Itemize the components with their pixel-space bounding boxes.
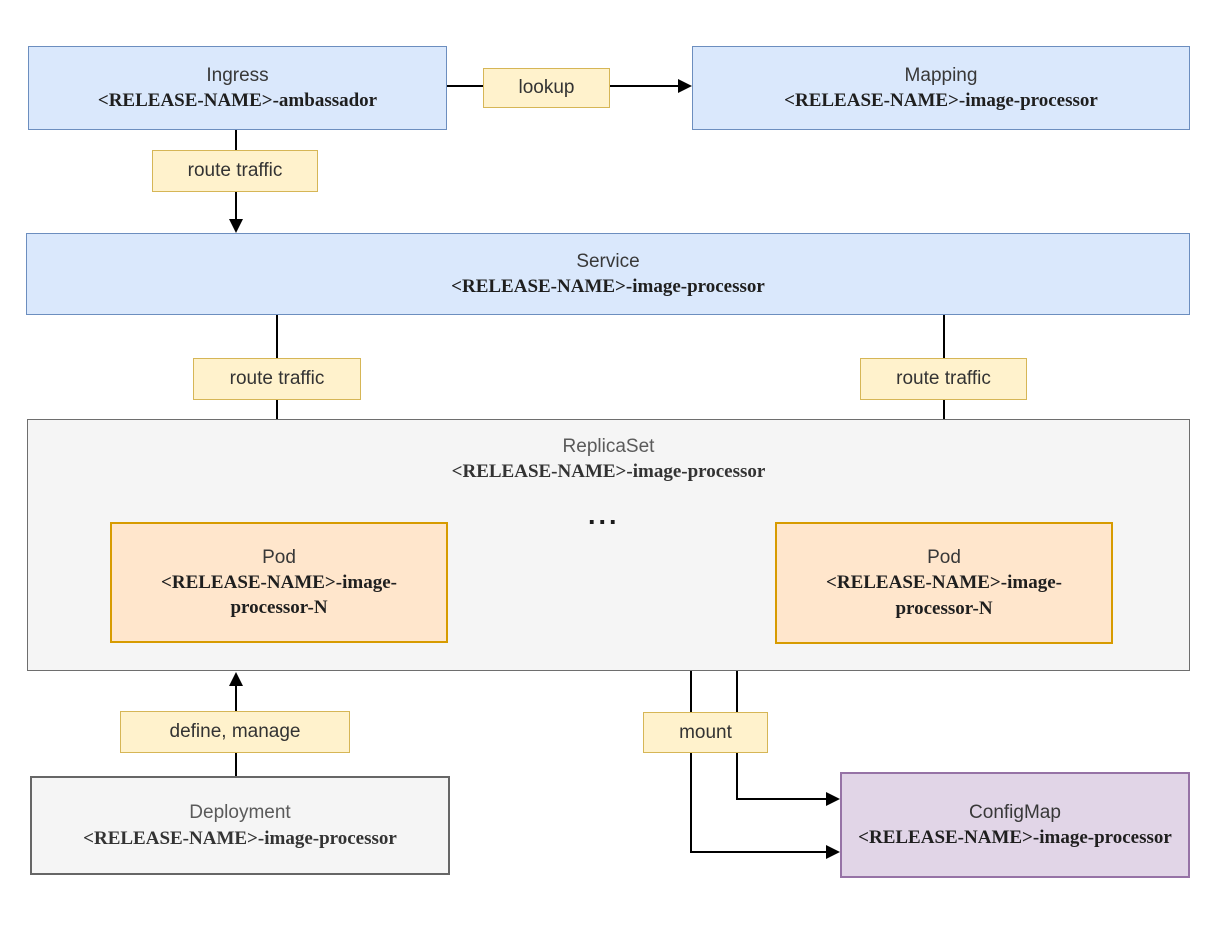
mapping-subtitle: <RELEASE-NAME>-image-processor: [784, 90, 1098, 111]
deployment-title: Deployment: [189, 802, 291, 824]
service-node: Service <RELEASE-NAME>-image-processor: [26, 233, 1190, 315]
mapping-title: Mapping: [904, 64, 978, 86]
ingress-title: Ingress: [206, 64, 269, 86]
edge-service-pod-left: [276, 314, 278, 509]
arrowhead-into-mapping: [678, 79, 692, 93]
edge-pod-right-configmap-h2: [736, 798, 827, 800]
edge-service-pod-right: [943, 314, 945, 509]
configmap-subtitle: <RELEASE-NAME>-image-processor: [858, 827, 1172, 848]
arrowhead-into-replicaset: [229, 672, 243, 686]
deployment-node: Deployment <RELEASE-NAME>-image-processo…: [30, 776, 450, 875]
pod-left-title: Pod: [262, 546, 296, 568]
mount-edge-label: mount: [643, 712, 768, 753]
arrowhead-into-configmap-upper: [826, 792, 840, 806]
pod-right-node: Pod <RELEASE-NAME>-image-processor-N: [775, 522, 1113, 644]
pod-right-subtitle: <RELEASE-NAME>-image-processor-N: [826, 572, 1062, 619]
arrowhead-into-configmap-lower: [826, 845, 840, 859]
define-manage-edge-label: define, manage: [120, 711, 350, 753]
deployment-subtitle: <RELEASE-NAME>-image-processor: [83, 827, 397, 849]
pod-left-node: Pod <RELEASE-NAME>-image-processor-N: [110, 522, 448, 643]
pod-left-subtitle: <RELEASE-NAME>-image-processor-N: [161, 571, 397, 619]
ingress-subtitle: <RELEASE-NAME>-ambassador: [97, 90, 378, 111]
replicaset-title: ReplicaSet: [562, 436, 655, 457]
route-traffic-ingress-service-label: route traffic: [152, 150, 318, 192]
lookup-edge-label: lookup: [483, 68, 610, 108]
pods-ellipsis: ...: [588, 500, 620, 530]
replicaset-subtitle: <RELEASE-NAME>-image-processor: [451, 461, 766, 483]
arrowhead-into-service: [229, 219, 243, 233]
route-traffic-service-pod-left-label: route traffic: [193, 358, 361, 400]
mapping-node: Mapping <RELEASE-NAME>-image-processor: [692, 46, 1190, 130]
configmap-title: ConfigMap: [969, 801, 1061, 823]
pod-right-title: Pod: [927, 547, 961, 569]
route-traffic-service-pod-right-label: route traffic: [860, 358, 1027, 400]
ingress-node: Ingress <RELEASE-NAME>-ambassador: [28, 46, 447, 130]
edge-pod-left-configmap-h2: [690, 851, 827, 853]
service-title: Service: [576, 250, 640, 272]
service-subtitle: <RELEASE-NAME>-image-processor: [451, 276, 765, 297]
edge-pod-right-configmap-v: [736, 586, 738, 800]
configmap-node: ConfigMap <RELEASE-NAME>-image-processor: [840, 772, 1190, 878]
